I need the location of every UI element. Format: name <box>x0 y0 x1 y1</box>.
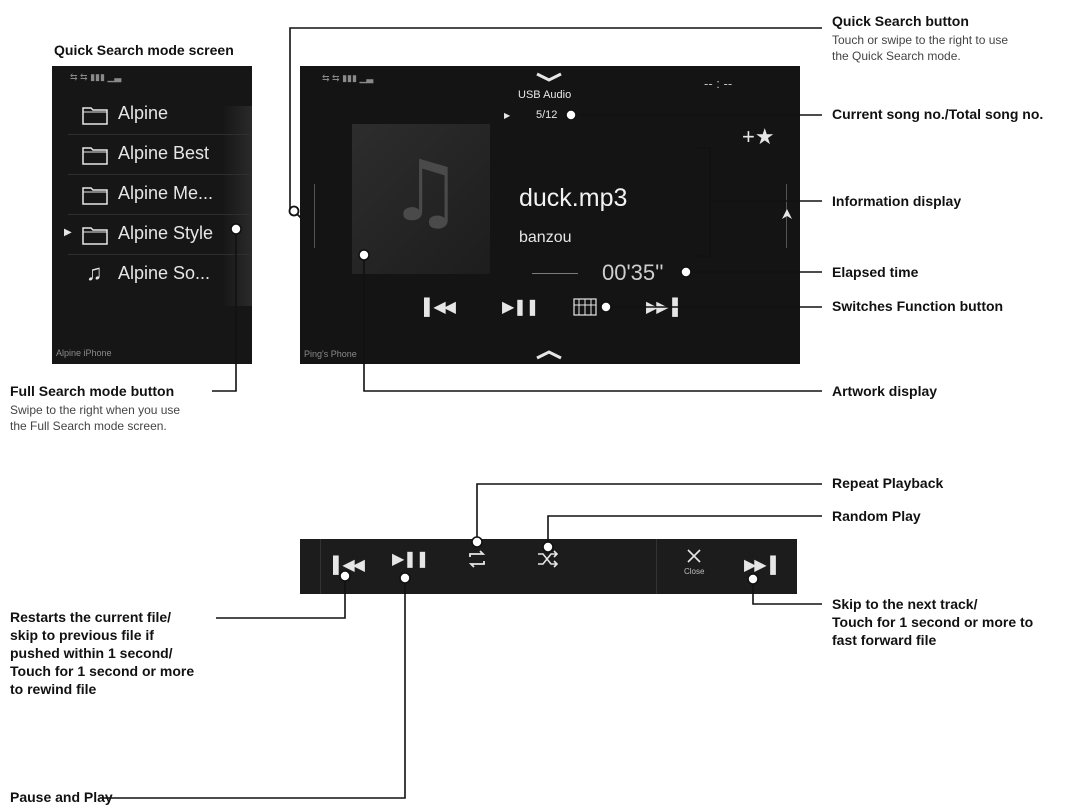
previous-track-icon[interactable]: ▌◀◀ <box>424 299 456 316</box>
quick-search-screen: ⇆ ⇆ ▮▮▮ ▁▃ Alpine Alpine Best Alpine Me.… <box>52 66 252 364</box>
quick-search-button-label: Quick Search button <box>832 13 969 29</box>
list-item[interactable]: Alpine Me... <box>52 174 252 214</box>
list-item[interactable]: ♫ Alpine So... <box>52 254 252 294</box>
song-title: duck.mp3 <box>519 184 628 212</box>
restart-label-1: Restarts the current file/ <box>10 609 172 625</box>
bar-divider <box>320 539 321 594</box>
quick-search-handle[interactable] <box>314 184 315 248</box>
repeat-playback-label: Repeat Playback <box>832 475 944 491</box>
music-note-icon: ♫ <box>388 142 464 240</box>
main-screen: ⇆ ⇆ ▮▮▮ ▁▃ USB Audio ▶ 5/12 -- : -- +★ ♫… <box>300 66 800 364</box>
play-pause-icon[interactable]: ▶❚❚ <box>502 299 539 316</box>
full-search-label: Full Search mode button <box>10 383 175 399</box>
artist-name: banzou <box>519 229 572 246</box>
device-name: Alpine iPhone <box>56 348 112 358</box>
clock: -- : -- <box>704 76 733 91</box>
random-play-label: Random Play <box>832 508 921 524</box>
function-bar: ▌◀◀ ▶❚❚ Close ▶▶▐ <box>300 539 797 594</box>
list-item-label: Alpine Style <box>118 223 214 243</box>
progress-line <box>532 273 578 274</box>
restart-label-2: skip to previous file if <box>10 627 154 643</box>
elapsed-time: 00'35'' <box>602 260 664 285</box>
list-item[interactable]: Alpine Best <box>52 134 252 174</box>
row-divider <box>68 174 252 175</box>
restart-label-4: Touch for 1 second or more <box>10 663 195 679</box>
list-item-label: Alpine So... <box>118 263 211 283</box>
restart-label-5: to rewind file <box>10 681 97 697</box>
artwork-display: ♫ <box>352 124 490 274</box>
status-icons: ⇆ ⇆ ▮▮▮ ▁▃ <box>322 73 374 83</box>
play-pause-icon[interactable]: ▶❚❚ <box>392 551 429 568</box>
device-name: Ping's Phone <box>304 349 357 359</box>
folder-icon <box>82 187 108 205</box>
pause-play-label: Pause and Play <box>10 789 113 805</box>
up-arrow-icon[interactable] <box>781 208 793 220</box>
selected-marker-icon: ▶ <box>64 227 72 238</box>
list-item-label: Alpine <box>118 103 169 123</box>
skip-next-label-1: Skip to the next track/ <box>832 596 978 612</box>
current-song-label: Current song no./Total song no. <box>832 106 1044 122</box>
row-divider <box>68 254 252 255</box>
artwork-display-label: Artwork display <box>832 383 938 399</box>
close-button[interactable]: Close <box>672 545 716 587</box>
list-item[interactable]: Alpine <box>52 94 252 134</box>
switches-function-label: Switches Function button <box>832 298 1004 314</box>
music-note-icon: ♫ <box>86 260 103 285</box>
full-search-desc-2: the Full Search mode screen. <box>10 419 167 433</box>
skip-next-label-3: fast forward file <box>832 632 937 648</box>
shuffle-icon[interactable] <box>537 549 559 569</box>
row-divider <box>68 134 252 135</box>
song-counter: 5/12 <box>536 109 558 121</box>
information-display-label: Information display <box>832 193 962 209</box>
next-track-icon[interactable]: ▶▶▐ <box>744 557 776 574</box>
chevron-up-icon[interactable] <box>534 348 564 362</box>
switch-function-icon[interactable] <box>573 298 597 316</box>
next-track-icon[interactable]: ▶▶▐ <box>646 299 678 316</box>
list-item-label: Alpine Me... <box>118 183 214 203</box>
status-icons: ⇆ ⇆ ▮▮▮ ▁▃ <box>70 72 122 82</box>
quick-search-screen-title: Quick Search mode screen <box>54 42 234 58</box>
folder-icon <box>82 227 108 245</box>
favorite-add-icon[interactable]: +★ <box>742 124 775 149</box>
source-label: USB Audio <box>518 89 572 101</box>
repeat-icon[interactable] <box>466 549 488 569</box>
list-item-label: Alpine Best <box>118 143 210 163</box>
chevron-down-icon[interactable] <box>534 70 564 84</box>
row-divider <box>68 214 252 215</box>
skip-next-label-2: Touch for 1 second or more to <box>832 614 1034 630</box>
elapsed-time-label: Elapsed time <box>832 264 919 280</box>
bar-divider <box>656 539 657 594</box>
close-label: Close <box>684 567 705 576</box>
full-search-desc-1: Swipe to the right when you use <box>10 403 181 417</box>
previous-track-icon[interactable]: ▌◀◀ <box>333 557 365 574</box>
folder-icon <box>82 147 108 165</box>
quick-search-button-desc-1: Touch or swipe to the right to use <box>832 33 1009 47</box>
restart-label-3: pushed within 1 second/ <box>10 645 173 661</box>
play-indicator-icon: ▶ <box>504 111 511 120</box>
list-item-selected[interactable]: ▶ Alpine Style <box>52 214 252 254</box>
folder-icon <box>82 107 108 125</box>
quick-search-button-desc-2: the Quick Search mode. <box>832 49 961 63</box>
close-icon <box>687 549 701 563</box>
